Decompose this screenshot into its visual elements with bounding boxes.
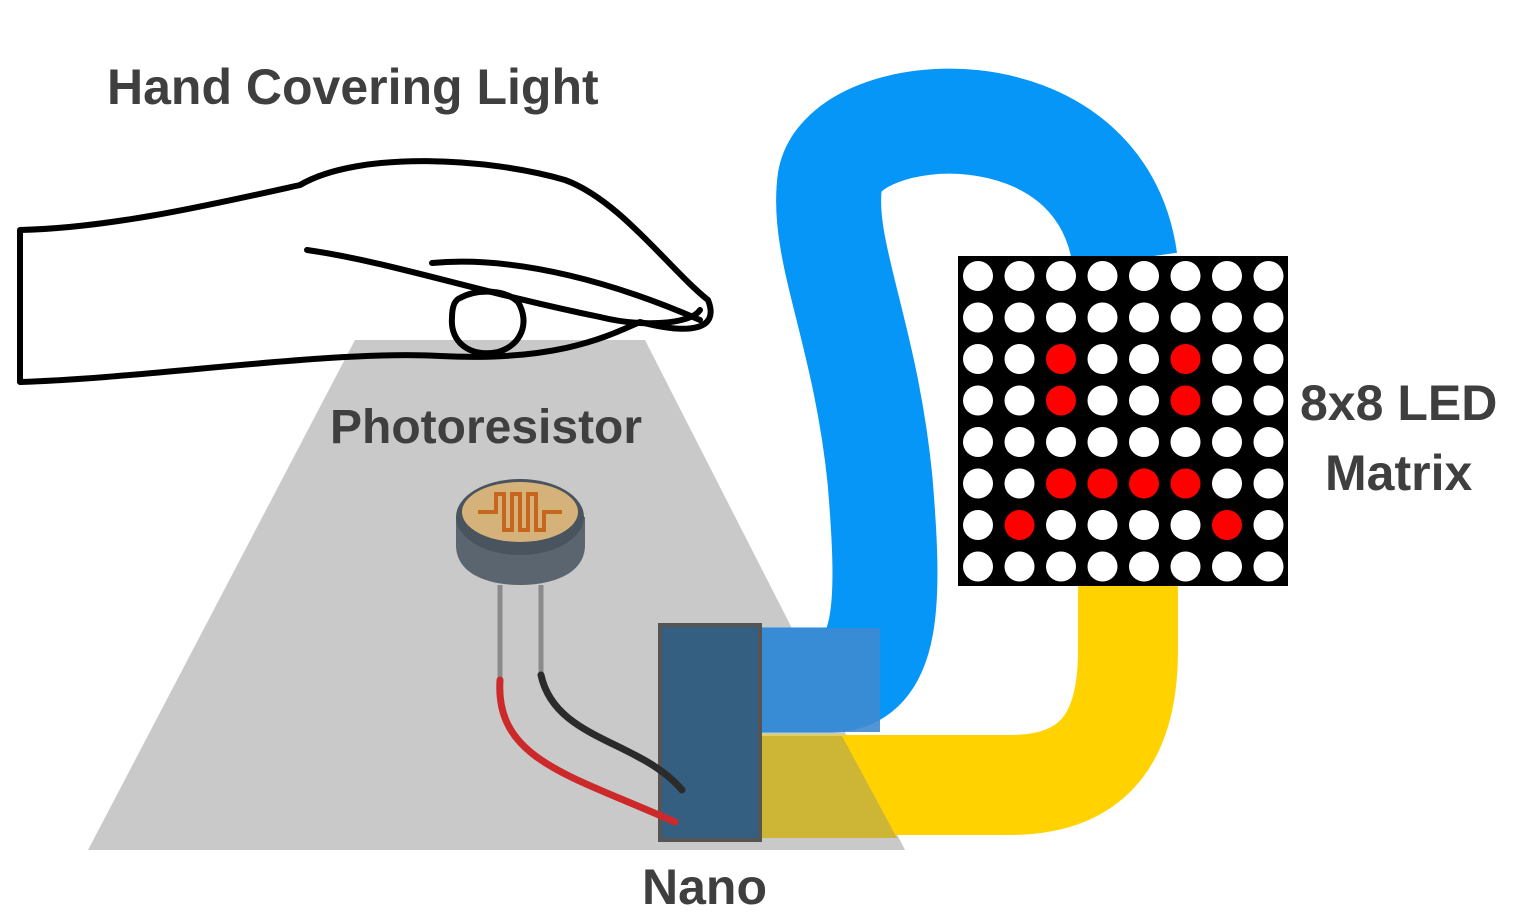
led-off (1170, 427, 1201, 457)
led-off (1087, 427, 1118, 457)
led-off (1087, 385, 1118, 416)
led-off (1129, 385, 1159, 416)
led-off (1129, 261, 1159, 291)
hand-outline (17, 158, 714, 385)
led-off (963, 261, 993, 291)
led-off (963, 551, 993, 582)
led-off (1212, 427, 1242, 457)
led-off (1253, 302, 1284, 333)
blue-cable-shadow-overlap (760, 628, 880, 732)
led-off (1046, 427, 1076, 457)
led-off (1253, 468, 1284, 499)
nano-label: Nano (642, 859, 767, 915)
led-off (1170, 510, 1201, 540)
led-off (1004, 261, 1035, 291)
led-off (1253, 261, 1284, 291)
led-off (1087, 302, 1118, 333)
led-off (1253, 344, 1284, 374)
led-on (1170, 344, 1201, 374)
led-off (1046, 302, 1076, 333)
led-on (1087, 468, 1118, 499)
led-on (1046, 344, 1076, 374)
black-wire (537, 671, 686, 794)
led-off (1212, 468, 1242, 499)
yellow-cable (745, 580, 1178, 835)
led-on (1046, 385, 1076, 416)
led-off (1087, 551, 1118, 582)
led-off (1129, 427, 1159, 457)
led-matrix-label: 8x8 LED Matrix (1300, 368, 1497, 508)
led-off (1087, 261, 1118, 291)
led-off (1253, 551, 1284, 582)
led-off (1004, 302, 1035, 333)
led-off (1212, 344, 1242, 374)
led-on (1129, 468, 1159, 499)
led-off (963, 344, 993, 374)
led-off (1004, 385, 1035, 416)
led-off (963, 385, 993, 416)
led-off (1129, 302, 1159, 333)
led-off (963, 510, 993, 540)
led-off (1212, 551, 1242, 582)
diagram-title: Hand Covering Light (107, 59, 599, 115)
led-off (1087, 510, 1118, 540)
led-off (1253, 510, 1284, 540)
led-off (1004, 344, 1035, 374)
led-off (963, 427, 993, 457)
red-wire (496, 676, 679, 826)
blue-cable (745, 68, 1177, 733)
led-off (1129, 510, 1159, 540)
led-matrix-label-line1: 8x8 LED (1300, 375, 1498, 431)
led-on (1170, 385, 1201, 416)
led-matrix-label-line2: Matrix (1325, 445, 1473, 501)
led-off (1212, 385, 1242, 416)
led-on (1212, 510, 1242, 540)
led-matrix-grid (963, 261, 1284, 582)
led-off (1004, 427, 1035, 457)
led-off (963, 468, 993, 499)
led-off (1170, 261, 1201, 291)
led-matrix-board (958, 256, 1288, 586)
photoresistor-sensor (456, 479, 585, 680)
led-off (1253, 427, 1284, 457)
led-on (1004, 510, 1035, 540)
led-off (1004, 551, 1035, 582)
photoresistor-label: Photoresistor (330, 401, 643, 454)
led-off (1046, 261, 1076, 291)
led-off (1087, 344, 1118, 374)
led-off (1212, 261, 1242, 291)
led-on (1170, 468, 1201, 499)
led-on (1046, 468, 1076, 499)
led-off (1046, 510, 1076, 540)
led-off (1004, 468, 1035, 499)
led-off (1129, 344, 1159, 374)
nano-board (658, 623, 762, 842)
led-off (1170, 302, 1201, 333)
led-off (1046, 551, 1076, 582)
led-off (1170, 551, 1201, 582)
led-off (963, 302, 993, 333)
led-off (1212, 302, 1242, 333)
yellow-cable-shadow-overlap (760, 736, 897, 838)
led-off (1253, 385, 1284, 416)
led-off (1129, 551, 1159, 582)
